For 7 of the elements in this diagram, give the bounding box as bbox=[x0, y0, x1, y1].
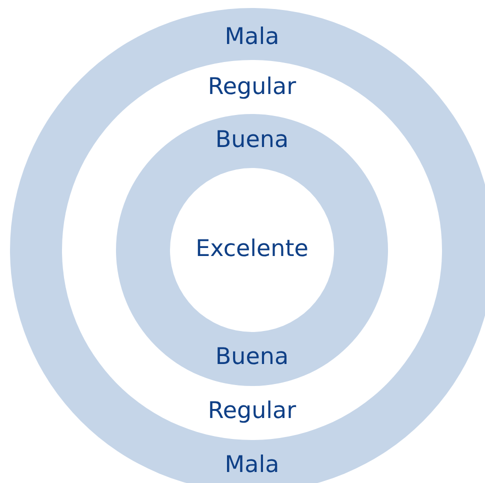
ring-label: Mala bbox=[224, 24, 280, 52]
ring-label: Excelente bbox=[196, 236, 308, 264]
ring-label: Regular bbox=[208, 74, 296, 102]
ring-label: Buena bbox=[215, 344, 289, 372]
ring-label: Buena bbox=[215, 127, 289, 155]
ring-label: Mala bbox=[224, 452, 280, 480]
ring-label: Regular bbox=[208, 398, 296, 426]
